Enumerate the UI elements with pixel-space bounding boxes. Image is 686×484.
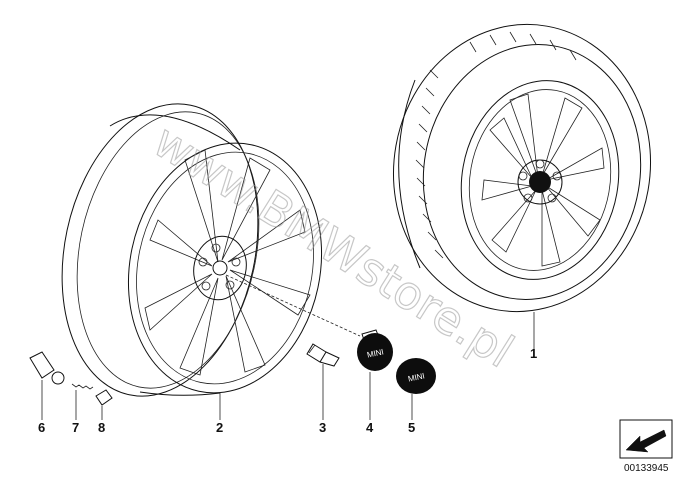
diagram-id: 00133945 (624, 463, 669, 474)
callout-7: 7 (72, 420, 79, 435)
callout-1: 1 (530, 346, 537, 361)
emblem-part-5: MINI (396, 358, 436, 394)
callouts: 1 2 3 4 5 6 7 8 (38, 346, 537, 435)
leader-lines (41, 274, 535, 420)
wheel-bolt-part-3 (306, 343, 340, 367)
badge-text: MINI (407, 371, 425, 383)
wheel-with-tyre-part-1 (392, 23, 652, 313)
valve-insert-part-7 (71, 383, 94, 390)
callout-5: 5 (408, 420, 415, 435)
callout-2: 2 (216, 420, 223, 435)
callout-6: 6 (38, 420, 45, 435)
hub-cap-part-4: MINI (357, 329, 393, 371)
badge-text: MINI (366, 347, 384, 359)
callout-3: 3 (319, 420, 326, 435)
callout-8: 8 (98, 420, 105, 435)
valve-cap-part-8 (95, 389, 113, 406)
valve-part-6 (29, 351, 65, 385)
arrow-icon (619, 419, 673, 459)
callout-4: 4 (366, 420, 374, 435)
